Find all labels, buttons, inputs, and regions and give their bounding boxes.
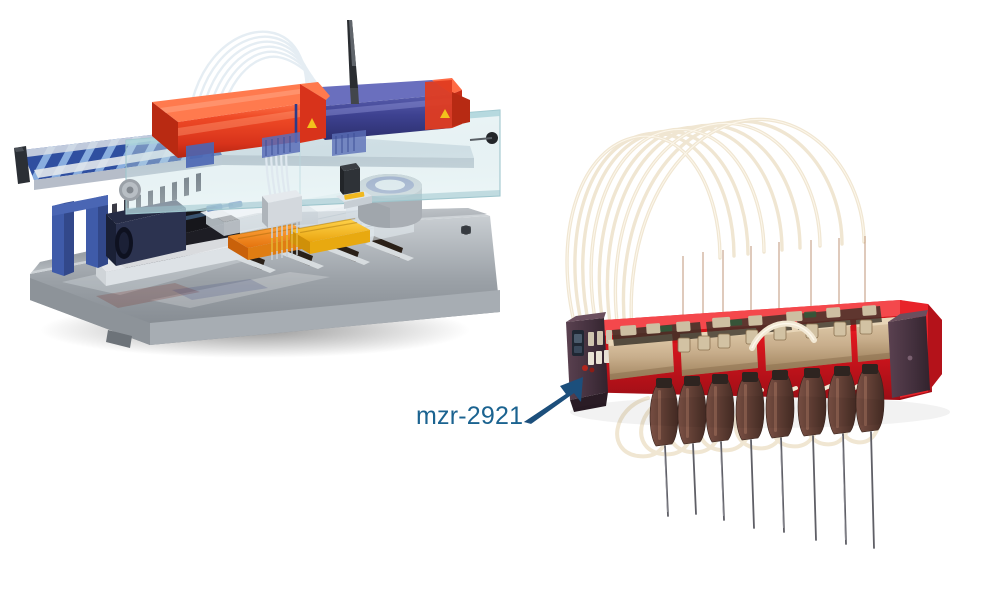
- rod-collars: [677, 319, 873, 353]
- gripper-head: [336, 163, 372, 209]
- head-carriage: [262, 130, 366, 158]
- pump-actuator-paddles: [649, 364, 885, 447]
- feed-tubing-highlight: [566, 118, 865, 331]
- z-axis-stylus: [347, 20, 359, 104]
- right-end-motor-block: [888, 310, 930, 398]
- dispensing-needles-highlight: [664, 435, 846, 541]
- dispensing-needles: [664, 431, 875, 549]
- red-gantry-arm[interactable]: [152, 82, 330, 168]
- pipetting-head: [262, 190, 302, 260]
- control-electronics: [566, 312, 612, 412]
- callout-label: mzr-2921: [416, 402, 524, 430]
- callout-arrow-icon: [524, 377, 583, 424]
- microplates: [228, 217, 370, 260]
- pump-ground-shadow: [570, 396, 950, 428]
